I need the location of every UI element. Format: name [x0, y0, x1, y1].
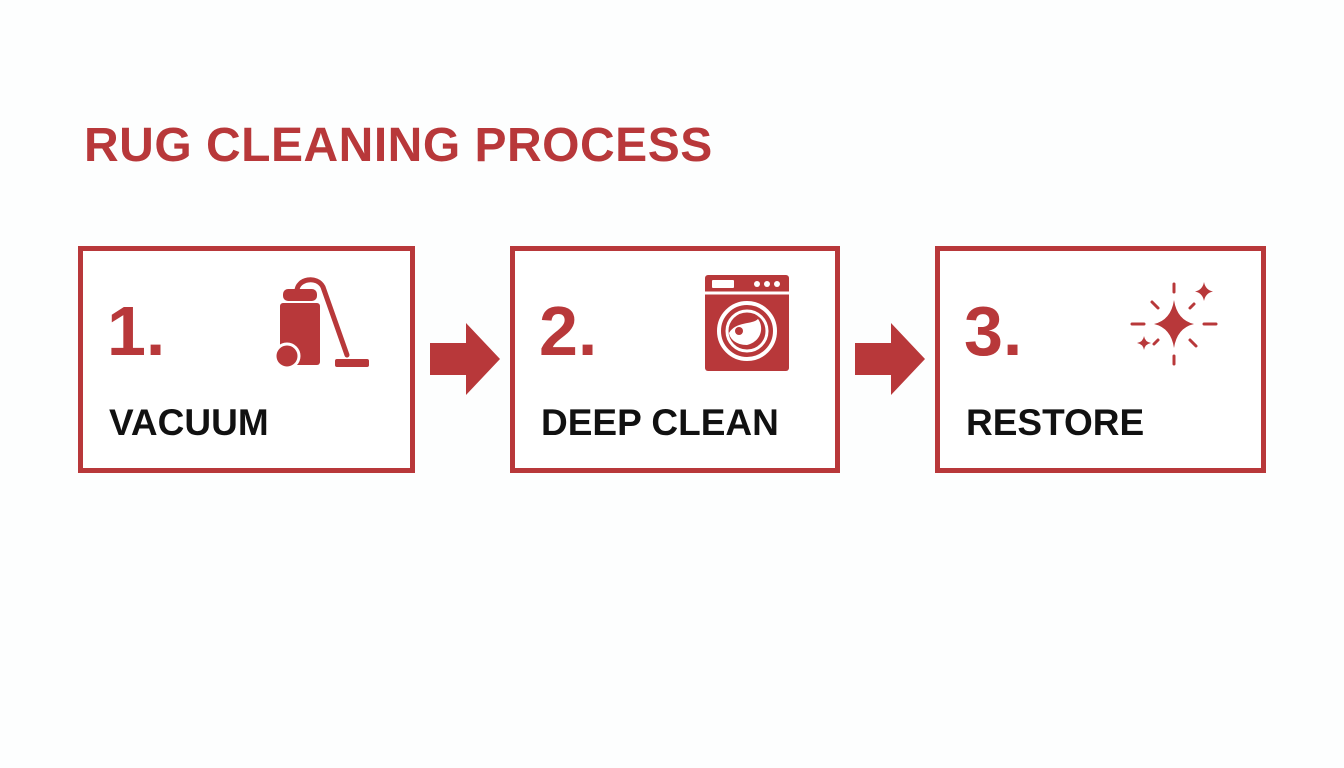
step-deep-clean: 2. DEEP CLEAN [510, 246, 840, 473]
step-number: 1. [107, 292, 166, 370]
right-arrow-icon [855, 323, 925, 395]
step-label: RESTORE [966, 402, 1145, 443]
step-label: DEEP CLEAN [541, 402, 779, 443]
step-number: 3. [964, 292, 1023, 370]
sparkle-icon [1130, 282, 1218, 366]
vacuum-cleaner-icon [273, 277, 369, 370]
diagram-title: RUG CLEANING PROCESS [84, 119, 713, 172]
step-label: VACUUM [109, 402, 269, 443]
step-restore: 3. RESTORE [935, 246, 1266, 473]
step-number: 2. [539, 292, 598, 370]
right-arrow-icon [430, 323, 500, 395]
washing-machine-icon [705, 275, 789, 371]
step-vacuum: 1. VACUUM [78, 246, 415, 473]
